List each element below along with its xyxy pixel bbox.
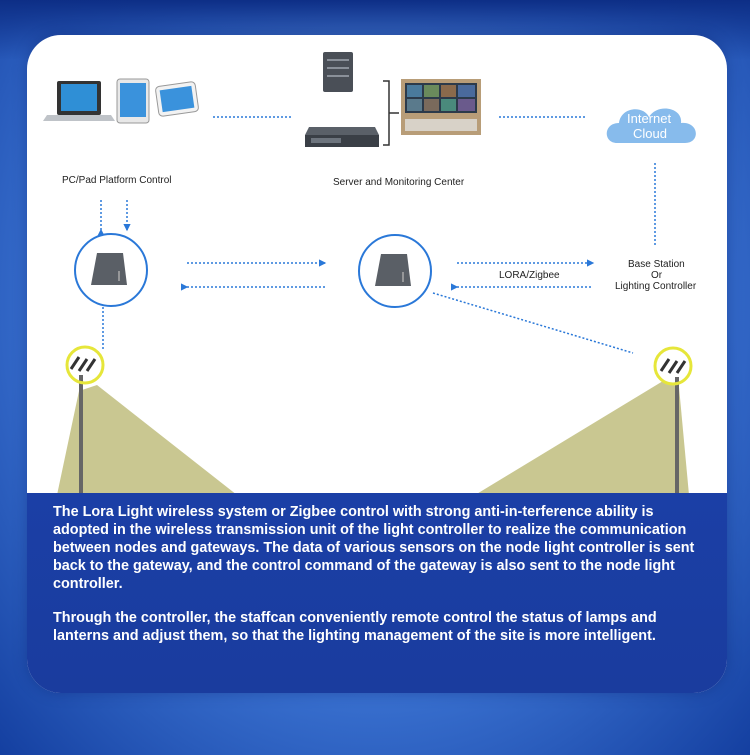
rack-server-icon (305, 127, 379, 147)
street-lamp-icon-right (653, 346, 693, 495)
base-station-label-line2: Or (651, 270, 663, 281)
content-card: Internet Cloud PC/Pad Platform Control S… (27, 35, 727, 693)
light-beam-left (57, 385, 237, 495)
pc-pad-label: PC/Pad Platform Control (62, 175, 172, 186)
description-paragraph-1: The Lora Light wireless system or Zigbee… (53, 504, 695, 592)
cloud-label-line1: Internet (627, 111, 671, 126)
street-lamp-icon-left (65, 345, 105, 495)
tablet-icon (116, 78, 150, 124)
link-gateway-lamp-right (432, 292, 634, 354)
lora-zigbee-label: LORA/Zigbee (499, 270, 560, 281)
gateway-icon-middle (358, 234, 432, 308)
server-label: Server and Monitoring Center (333, 177, 465, 188)
gateway-icon-left (74, 233, 148, 307)
server-tower-icon (323, 52, 353, 92)
description-panel: The Lora Light wireless system or Zigbee… (27, 493, 727, 693)
base-station-label-line1: Base Station (628, 259, 685, 270)
description-paragraph-2: Through the controller, the staffcan con… (53, 610, 657, 644)
laptop-icon (43, 81, 115, 121)
base-station-label-line3: Lighting Controller (615, 281, 697, 292)
light-beam-right (475, 381, 689, 495)
cloud-label-line2: Cloud (633, 126, 667, 141)
cloud-icon: Internet Cloud (606, 108, 696, 143)
system-diagram: Internet Cloud PC/Pad Platform Control S… (43, 52, 697, 495)
monitoring-wall-icon (401, 79, 481, 135)
phone-icon (155, 81, 199, 117)
